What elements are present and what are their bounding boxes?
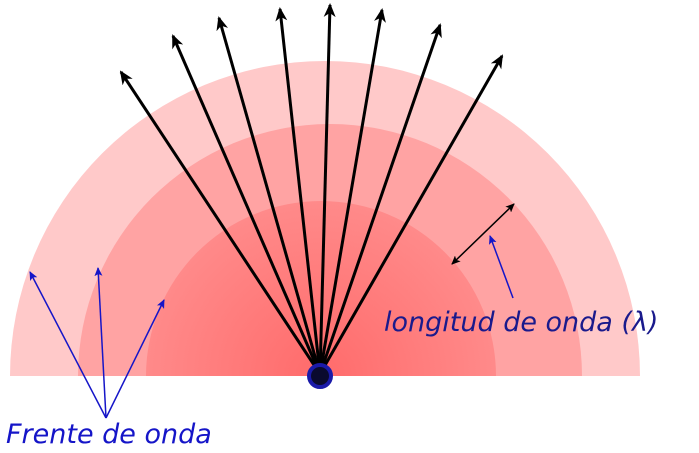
wavefront-pointer-arrows — [29, 267, 165, 419]
ray-arrow — [275, 7, 322, 375]
ray-arrow — [318, 54, 504, 375]
ray-arrow — [318, 23, 442, 375]
wavefront-label: Frente de onda — [6, 419, 212, 450]
wavelength-label: longitud de onda (λ) — [384, 307, 658, 338]
wavefront-pointer-arrow — [94, 267, 107, 419]
wavelength-pointer-arrow — [489, 235, 514, 299]
wavelength-double-arrow — [451, 203, 515, 265]
wavefront-pointer-arrow — [105, 299, 165, 419]
ray-arrow — [318, 8, 386, 375]
ray-arrow — [318, 3, 336, 375]
ray-arrow — [119, 70, 322, 375]
wave-source-point — [307, 363, 333, 389]
ray-arrow — [216, 16, 322, 375]
wavefront-pointer-arrow — [29, 271, 107, 419]
ray-fan — [119, 3, 504, 375]
ray-arrow — [171, 34, 322, 375]
